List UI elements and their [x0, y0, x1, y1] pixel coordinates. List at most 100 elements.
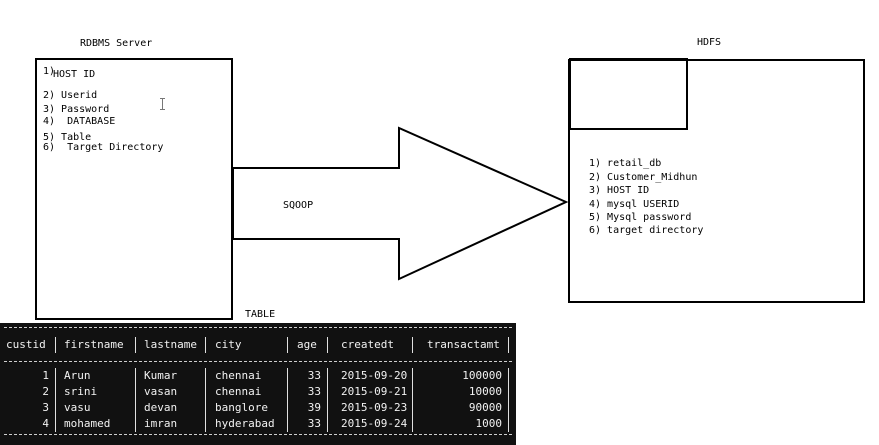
- hdfs-box: [568, 59, 865, 303]
- column-separator: [205, 337, 206, 353]
- column-separator: [412, 416, 413, 432]
- column-header-age: age: [297, 338, 317, 351]
- rdbms-item-userid: 2) Userid: [43, 90, 98, 101]
- rdbms-item-host-id: HOST ID: [53, 69, 96, 80]
- table-header-row: custid firstname lastname city age createdt tr…: [0, 337, 516, 353]
- table-row: 2 srini vasan chennai 33 2015-09-21 10000: [0, 384, 516, 400]
- column-separator: [327, 384, 328, 400]
- column-separator: [205, 400, 206, 416]
- rdbms-server-title: RDBMS Server: [80, 38, 153, 49]
- cell-firstname: mohamed: [64, 417, 111, 430]
- cell-lastname: Kumar: [144, 369, 178, 382]
- column-separator: [287, 400, 288, 416]
- cell-transactamt: 10000: [468, 385, 502, 398]
- column-separator: [205, 384, 206, 400]
- rdbms-item-password: 3) Password: [43, 104, 110, 115]
- column-separator: [287, 368, 288, 384]
- cell-custid: 1: [42, 369, 49, 382]
- rdbms-item-1-number: 1): [43, 66, 56, 77]
- column-separator: [55, 400, 56, 416]
- column-separator: [327, 400, 328, 416]
- column-header-firstname: firstname: [64, 338, 124, 351]
- cell-city: chennai: [215, 385, 262, 398]
- column-separator: [55, 416, 56, 432]
- table-row: 4 mohamed imran hyderabad 33 2015-09-24 1000: [0, 416, 516, 432]
- table-label: TABLE: [245, 309, 276, 320]
- column-separator: [287, 384, 288, 400]
- hdfs-item-mysql-password: 5) Mysql password: [589, 212, 692, 223]
- table-bottom-border: [4, 434, 512, 435]
- cell-city: hyderabad: [215, 417, 275, 430]
- column-separator: [412, 368, 413, 384]
- column-separator: [508, 384, 509, 400]
- column-separator: [135, 384, 136, 400]
- table-row: 3 vasu devan banglore 39 2015-09-23 90000: [0, 400, 516, 416]
- table-header-border: [4, 361, 512, 362]
- cell-transactamt: 90000: [468, 401, 502, 414]
- column-header-transactamt: transactamt: [427, 338, 500, 351]
- column-separator: [412, 384, 413, 400]
- column-separator: [508, 337, 509, 353]
- cell-lastname: imran: [144, 417, 178, 430]
- mysql-table-output: custid firstname lastname city age createdt tr…: [0, 323, 516, 445]
- column-separator: [508, 416, 509, 432]
- cell-city: banglore: [215, 401, 268, 414]
- cell-createdt: 2015-09-24: [341, 417, 408, 430]
- column-separator: [287, 337, 288, 353]
- column-header-city: city: [215, 338, 242, 351]
- hdfs-inner-box: [569, 58, 688, 130]
- cell-lastname: devan: [144, 401, 178, 414]
- cell-createdt: 2015-09-23: [341, 401, 408, 414]
- column-separator: [205, 368, 206, 384]
- hdfs-item-target-directory: 6) target directory: [589, 225, 704, 236]
- rdbms-item-database: 4) DATABASE: [43, 116, 116, 127]
- cell-age: 39: [307, 401, 321, 414]
- column-header-lastname: lastname: [144, 338, 197, 351]
- cell-age: 33: [307, 369, 321, 382]
- column-separator: [205, 416, 206, 432]
- column-separator: [287, 416, 288, 432]
- hdfs-item-host-id: 3) HOST ID: [589, 185, 650, 196]
- column-separator: [135, 337, 136, 353]
- column-separator: [327, 416, 328, 432]
- table-row: 1 Arun Kumar chennai 33 2015-09-20 100000: [0, 368, 516, 384]
- cell-firstname: srini: [64, 385, 98, 398]
- column-separator: [135, 416, 136, 432]
- cell-transactamt: 1000: [475, 417, 503, 430]
- cell-age: 33: [307, 385, 321, 398]
- column-separator: [412, 337, 413, 353]
- cell-age: 33: [307, 417, 321, 430]
- cell-createdt: 2015-09-21: [341, 385, 408, 398]
- cell-custid: 2: [42, 385, 49, 398]
- column-separator: [135, 368, 136, 384]
- column-separator: [508, 368, 509, 384]
- column-header-custid: custid: [6, 338, 46, 351]
- column-separator: [412, 400, 413, 416]
- column-header-createdt: createdt: [341, 338, 394, 351]
- column-separator: [55, 384, 56, 400]
- column-separator: [508, 400, 509, 416]
- rdbms-item-table: 5) Table: [43, 132, 92, 143]
- column-separator: [55, 368, 56, 384]
- cell-city: chennai: [215, 369, 262, 382]
- rdbms-item-target-directory: 6) Target Directory: [43, 142, 164, 153]
- column-separator: [135, 400, 136, 416]
- cell-lastname: vasan: [144, 385, 178, 398]
- cell-firstname: Arun: [64, 369, 91, 382]
- table-top-border: [4, 327, 512, 328]
- hdfs-item-customer-table: 2) Customer_Midhun: [589, 172, 698, 183]
- hdfs-item-mysql-userid: 4) mysql USERID: [589, 199, 680, 210]
- cell-custid: 3: [42, 401, 49, 414]
- column-separator: [327, 368, 328, 384]
- cell-transactamt: 100000: [462, 369, 502, 382]
- column-separator: [55, 337, 56, 353]
- column-separator: [327, 337, 328, 353]
- cell-custid: 4: [42, 417, 49, 430]
- sqoop-label: SQOOP: [283, 200, 314, 211]
- cell-createdt: 2015-09-20: [341, 369, 408, 382]
- cell-firstname: vasu: [64, 401, 91, 414]
- hdfs-title: HDFS: [697, 37, 722, 48]
- hdfs-item-retail-db: 1) retail_db: [589, 158, 662, 169]
- text-cursor-icon: [160, 98, 165, 110]
